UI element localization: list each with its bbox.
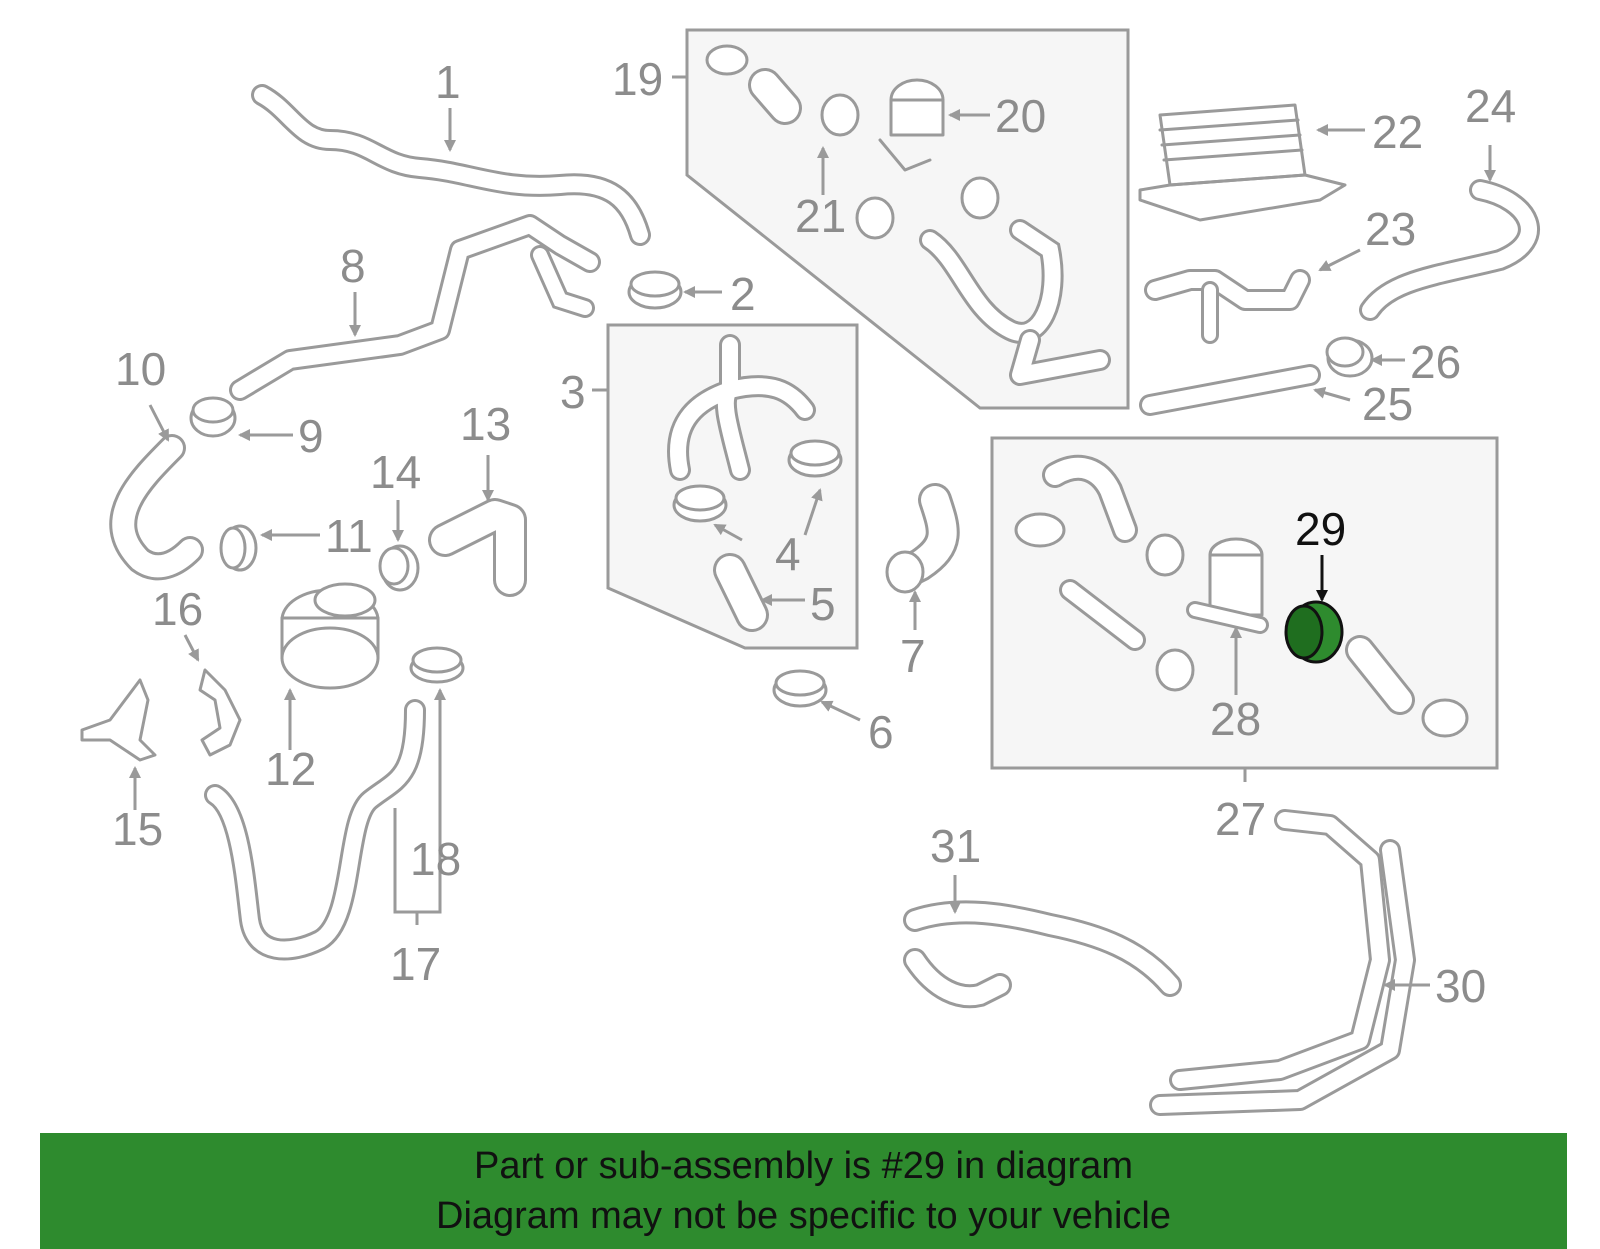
clamp-part-6 (772, 669, 828, 708)
clamp-part-18 (409, 646, 465, 684)
callout-5: 5 (810, 578, 836, 630)
callout-22: 22 (1372, 106, 1423, 158)
highlighted-part-29[interactable] (1284, 600, 1344, 664)
callout-17: 17 (390, 938, 441, 990)
callout-2: 2 (730, 268, 756, 320)
callout-6: 6 (868, 706, 894, 758)
clamp-part-9 (189, 396, 237, 438)
box-19 (685, 28, 1130, 410)
footer-line-1: Part or sub-assembly is #29 in diagram (474, 1145, 1133, 1187)
callout-28: 28 (1210, 693, 1261, 745)
hose-part-7 (885, 483, 960, 594)
leader-lines (129, 75, 1496, 991)
clamp-part-4a (672, 484, 728, 523)
callout-30: 30 (1435, 960, 1486, 1012)
clamp-part-4b (787, 439, 843, 478)
callout-3: 3 (560, 366, 586, 418)
box-27-parts (1014, 454, 1469, 738)
y-pipe-part-3 (667, 334, 816, 481)
clamp-part-11 (219, 524, 258, 572)
callout-24: 24 (1465, 80, 1516, 132)
callout-25: 25 (1362, 378, 1413, 430)
pipe-part-17 (204, 699, 426, 961)
callout-19: 19 (612, 53, 663, 105)
footer-banner: Part or sub-assembly is #29 in diagram D… (40, 1133, 1567, 1249)
hose-part-24 (1359, 179, 1540, 321)
callout-7: 7 (900, 630, 926, 682)
callout-29: 29 (1295, 503, 1346, 555)
hose-part-13 (428, 498, 527, 597)
callout-27: 27 (1215, 793, 1266, 845)
callout-1: 1 (435, 56, 461, 108)
callout-labels: 1 2 3 4 5 6 7 8 9 10 11 12 13 14 15 16 1… (112, 53, 1516, 1012)
callout-4: 4 (775, 528, 801, 580)
callout-18: 18 (410, 833, 461, 885)
callout-14: 14 (370, 446, 421, 498)
hose-part-5 (713, 553, 769, 632)
callout-16: 16 (152, 583, 203, 635)
pipe-part-30 (1149, 809, 1416, 1116)
callout-12: 12 (265, 743, 316, 795)
callout-10: 10 (115, 343, 166, 395)
box-19-parts (705, 44, 1111, 386)
hose-part-10 (109, 434, 204, 581)
callout-26: 26 (1410, 336, 1461, 388)
hose-part-1 (251, 84, 651, 246)
callout-13: 13 (460, 398, 511, 450)
pump-part-12 (280, 582, 380, 690)
footer-line-2: Diagram may not be specific to your vehi… (436, 1195, 1171, 1237)
bracket-part-16 (198, 668, 242, 757)
hose-part-25 (1139, 364, 1321, 416)
clamp-part-26 (1325, 336, 1374, 378)
cooler-part-22 (1138, 103, 1347, 222)
fitting-part-23 (1144, 269, 1311, 344)
callout-11: 11 (325, 510, 373, 562)
callout-8: 8 (340, 240, 366, 292)
callout-20: 20 (995, 90, 1046, 142)
callout-9: 9 (298, 410, 324, 462)
callout-21: 21 (795, 190, 846, 242)
callout-31: 31 (930, 820, 981, 872)
clamp-part-14 (378, 544, 420, 592)
hose-part-31 (903, 900, 1182, 1009)
pipe-part-8 (229, 214, 601, 401)
bracket-part-15 (80, 678, 157, 762)
callout-23: 23 (1365, 203, 1416, 255)
callout-15: 15 (112, 803, 163, 855)
clamp-part-2 (627, 270, 683, 310)
